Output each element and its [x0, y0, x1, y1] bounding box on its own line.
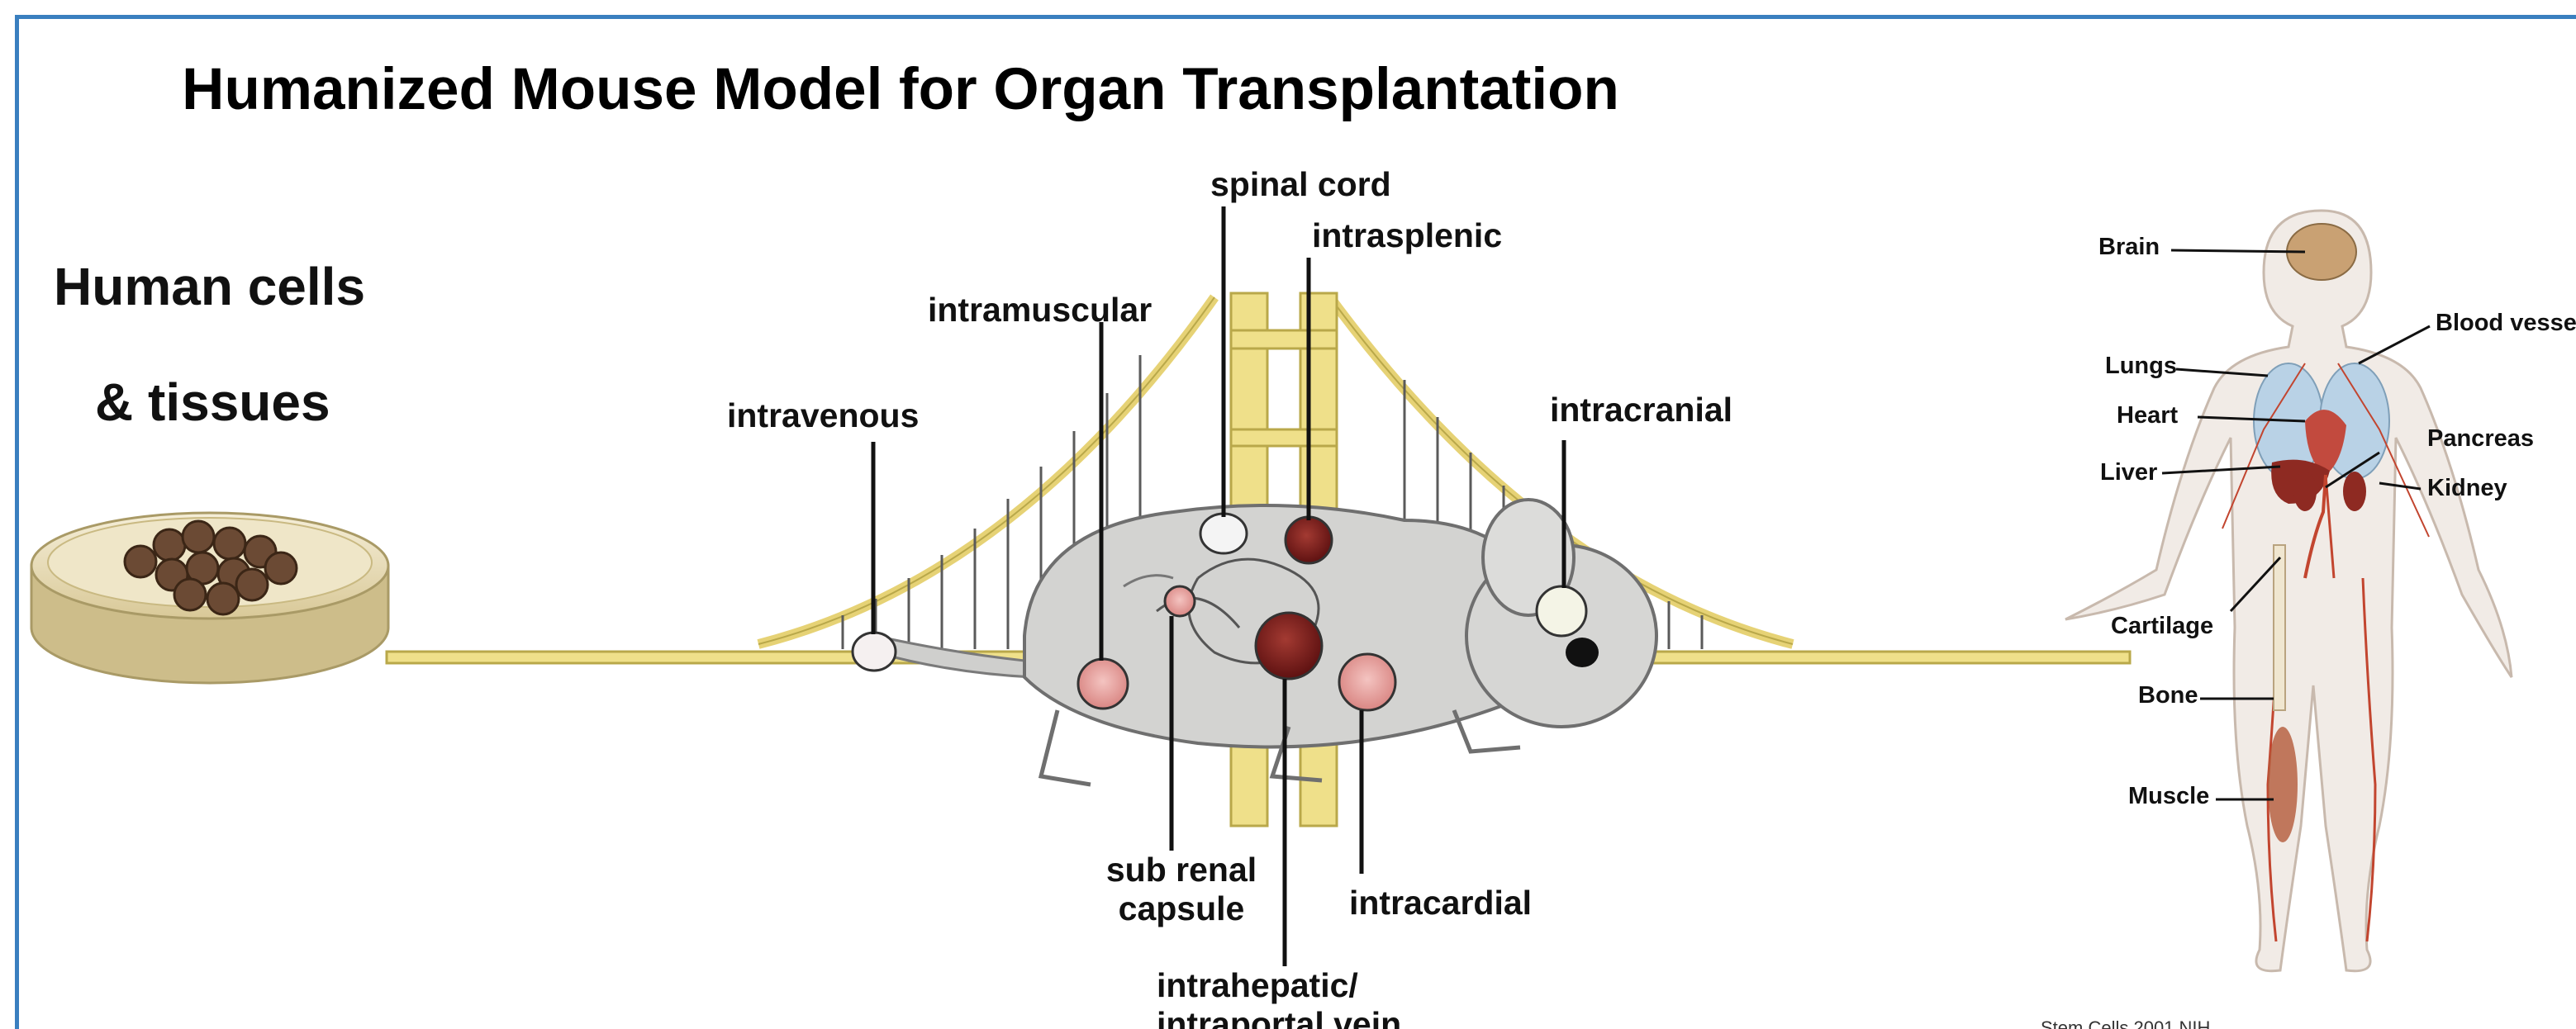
organ-kidney: Kidney: [2427, 475, 2507, 502]
label-spinal-cord: spinal cord: [1210, 165, 1391, 204]
human-cells-label: Human cells: [54, 256, 365, 317]
label-intrahepatic-line2: intraportal vein: [1157, 1005, 1401, 1029]
label-intrahepatic: intrahepatic/ intraportal vein: [1157, 966, 1401, 1029]
marker-intrasplenic: [1286, 517, 1332, 563]
organ-lungs: Lungs: [2105, 353, 2177, 380]
marker-intracranial: [1537, 586, 1586, 636]
organ-blood-vessels: Blood vessels: [2436, 310, 2576, 337]
tissues-label: & tissues: [95, 372, 330, 433]
label-intracranial: intracranial: [1550, 391, 1732, 429]
marker-intramuscular: [1078, 659, 1128, 709]
page-title: Humanized Mouse Model for Organ Transpla…: [0, 56, 1801, 123]
marker-intrahepatic: [1256, 613, 1322, 679]
organ-brain: Brain: [2098, 234, 2160, 261]
organ-cartilage: Cartilage: [2111, 613, 2213, 640]
organ-pancreas: Pancreas: [2427, 425, 2534, 453]
label-sub-renal-line2: capsule: [1095, 889, 1268, 928]
organ-heart: Heart: [2117, 402, 2178, 429]
image-credit: Stem Cells 2001 NIH: [2041, 1017, 2210, 1029]
organ-muscle: Muscle: [2128, 783, 2209, 810]
label-intravenous: intravenous: [727, 396, 919, 435]
label-sub-renal-line1: sub renal: [1095, 851, 1268, 889]
label-sub-renal: sub renal capsule: [1095, 851, 1268, 928]
marker-spinal-cord: [1200, 514, 1247, 553]
label-intrahepatic-line1: intrahepatic/: [1157, 966, 1401, 1005]
label-intrasplenic: intrasplenic: [1312, 216, 1502, 255]
organ-bone: Bone: [2138, 682, 2198, 709]
marker-intracardial: [1339, 654, 1395, 710]
marker-sub-renal: [1165, 586, 1195, 616]
label-intracardial: intracardial: [1349, 884, 1532, 922]
label-intramuscular: intramuscular: [928, 291, 1152, 330]
organ-liver: Liver: [2100, 459, 2157, 486]
marker-intravenous: [853, 633, 896, 671]
